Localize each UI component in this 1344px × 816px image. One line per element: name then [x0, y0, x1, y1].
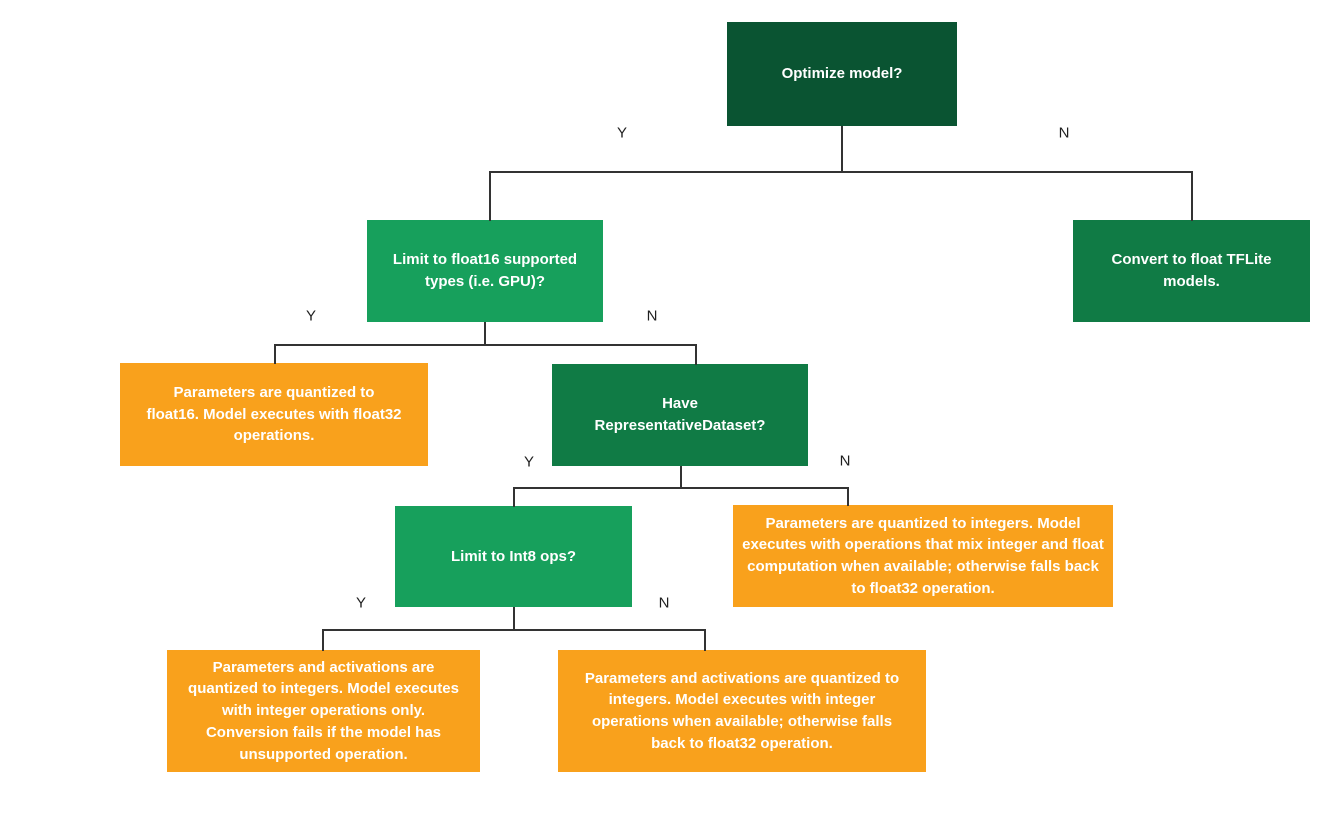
- connector-level4-no-drop: [704, 629, 706, 651]
- connector-optimize-stem: [841, 126, 843, 172]
- connector-dataset-stem: [680, 466, 682, 488]
- edge-label-level1-yes: Y: [616, 124, 628, 142]
- connector-int8-stem: [513, 607, 515, 630]
- node-result-mixed-int-float: Parameters are quantized to integers. Mo…: [733, 505, 1113, 607]
- edge-label-level4-yes: Y: [355, 594, 367, 612]
- edge-label-level1-no: N: [1058, 124, 1070, 142]
- node-result-float16-quantized: Parameters are quantized to float16. Mod…: [120, 363, 428, 466]
- node-result-integer-only: Parameters and activations are quantized…: [167, 650, 480, 772]
- edge-label-level2-no: N: [646, 307, 658, 325]
- node-limit-float16-types: Limit to float16 supported types (i.e. G…: [367, 220, 603, 322]
- node-have-representative-dataset: Have RepresentativeDataset?: [552, 364, 808, 466]
- node-result-integer-with-fallback: Parameters and activations are quantized…: [558, 650, 926, 772]
- connector-level1-no-drop: [1191, 171, 1193, 221]
- connector-level4-crossbar: [322, 629, 706, 631]
- edge-label-level4-no: N: [658, 594, 670, 612]
- edge-label-level3-yes: Y: [523, 453, 535, 471]
- connector-level4-yes-drop: [322, 629, 324, 651]
- node-optimize-model: Optimize model?: [727, 22, 957, 126]
- connector-level1-yes-drop: [489, 171, 491, 221]
- connector-float16-stem: [484, 322, 486, 345]
- node-limit-int8-ops: Limit to Int8 ops?: [395, 506, 632, 607]
- connector-level3-yes-drop: [513, 487, 515, 507]
- connector-level2-no-drop: [695, 344, 697, 365]
- edge-label-level2-yes: Y: [305, 307, 317, 325]
- connector-level3-crossbar: [513, 487, 848, 489]
- connector-level2-yes-drop: [274, 344, 276, 364]
- edge-label-level3-no: N: [839, 452, 851, 470]
- node-convert-float-tflite: Convert to float TFLite models.: [1073, 220, 1310, 322]
- connector-level2-crossbar: [274, 344, 696, 346]
- connector-level1-crossbar: [489, 171, 1193, 173]
- connector-level3-no-drop: [847, 487, 849, 506]
